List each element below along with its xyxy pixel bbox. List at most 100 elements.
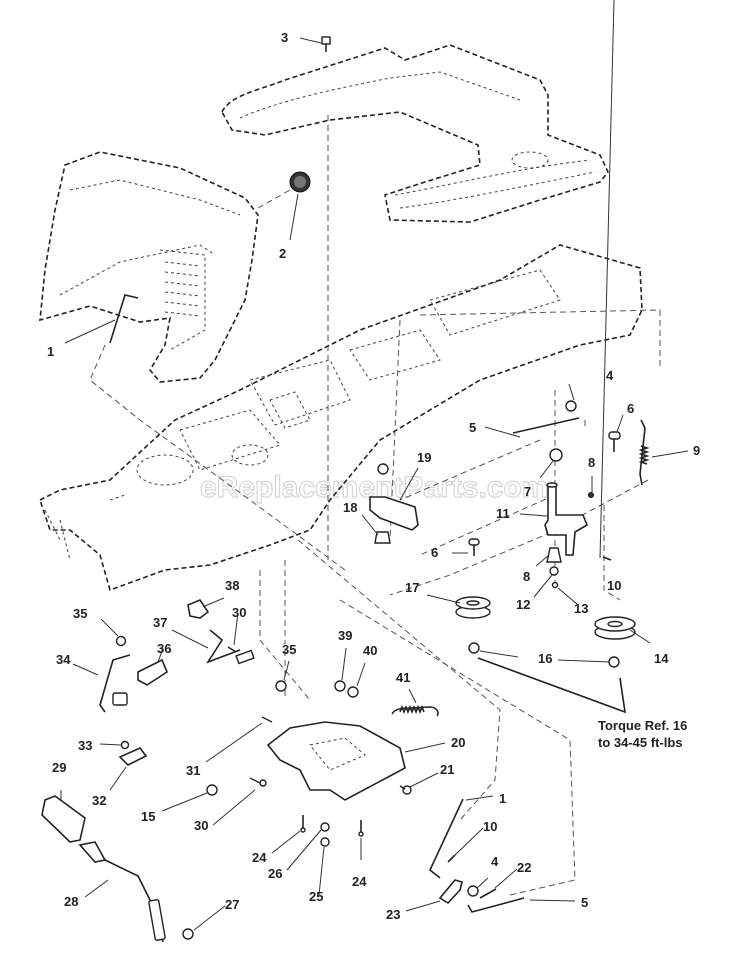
- callout-18: 18: [343, 500, 357, 515]
- nut-part-35-right: [275, 680, 287, 692]
- clip-part-10-upper: [602, 556, 612, 561]
- callout-13: 13: [574, 601, 588, 616]
- callout-10: 10: [483, 819, 497, 834]
- nut-part-35-left: [115, 635, 127, 647]
- washer-part-12: [549, 566, 559, 576]
- link-part-23: [438, 879, 463, 905]
- nut-part-25: [320, 837, 330, 847]
- callout-2: 2: [279, 246, 286, 261]
- callout-labels: 1 2 3 4 5 6 7 8 9 19 18 11 6 8 10 17 12 …: [47, 30, 700, 922]
- callout-leaders: [60, 0, 689, 931]
- callout-10: 10: [607, 578, 621, 593]
- callout-5: 5: [581, 895, 588, 910]
- bracket-part-19: [369, 463, 419, 531]
- callout-29: 29: [52, 760, 66, 775]
- pin-part-6-lower: [468, 538, 480, 556]
- pin-part-8-upper: [588, 492, 594, 498]
- callout-4: 4: [606, 368, 614, 383]
- callout-31: 31: [186, 763, 200, 778]
- callout-39: 39: [338, 628, 352, 643]
- callout-14: 14: [654, 651, 669, 666]
- callout-22: 22: [517, 860, 531, 875]
- callout-24: 24: [252, 850, 267, 865]
- front-shroud: [39, 151, 259, 383]
- callout-9: 9: [693, 443, 700, 458]
- callout-19: 19: [417, 450, 431, 465]
- callout-40: 40: [363, 643, 377, 658]
- callout-1: 1: [499, 791, 506, 806]
- callout-7: 7: [524, 484, 531, 499]
- callout-21: 21: [440, 762, 454, 777]
- cotter-part-13: [551, 581, 559, 589]
- callout-33: 33: [78, 738, 92, 753]
- bracket-part-20: [266, 721, 406, 801]
- spring-part-9: [638, 419, 650, 486]
- torque-note-line2: to 34-45 ft-lbs: [598, 735, 683, 750]
- callout-24: 24: [352, 874, 367, 889]
- torque-note-line1: Torque Ref. 16: [598, 718, 687, 733]
- callout-37: 37: [153, 615, 167, 630]
- callout-30: 30: [194, 818, 208, 833]
- pin-part-6-upper: [608, 431, 621, 452]
- pad-part-29: [41, 795, 86, 843]
- bolt-part-30-lower: [249, 777, 267, 787]
- callout-3: 3: [281, 30, 288, 45]
- callout-11: 11: [496, 506, 510, 521]
- callout-34: 34: [56, 652, 71, 667]
- nut-part-39: [334, 680, 346, 692]
- callout-27: 27: [225, 897, 239, 912]
- callout-4: 4: [491, 854, 499, 869]
- callout-6: 6: [431, 545, 438, 560]
- washer-part-26: [320, 822, 330, 832]
- fender-top-panel: [221, 44, 609, 223]
- bolt-part-33: [120, 740, 130, 750]
- nut-part-27: [182, 928, 194, 940]
- spacer-part-40: [347, 686, 359, 698]
- nut-part-4-lower: [467, 885, 479, 897]
- pin-part-21: [399, 785, 412, 795]
- chassis-frame: [39, 244, 643, 592]
- rod-part-1-lower: [429, 798, 464, 879]
- callout-17: 17: [405, 580, 419, 595]
- callout-38: 38: [225, 578, 239, 593]
- bolt-part-3: [321, 36, 331, 52]
- callout-8: 8: [588, 455, 595, 470]
- pad-part-38: [187, 599, 210, 619]
- callout-23: 23: [386, 907, 400, 922]
- nut-part-15: [206, 784, 218, 796]
- nut-part-16-right: [608, 656, 620, 668]
- callout-32: 32: [92, 793, 106, 808]
- callout-1: 1: [47, 344, 54, 359]
- nut-part-4-upper: [565, 400, 577, 412]
- nut-part-7: [549, 448, 563, 462]
- pulley-part-17: [455, 596, 491, 619]
- rod-part-5-lower: [467, 897, 525, 913]
- bolt-part-30-upper: [227, 646, 237, 653]
- bolt-part-22: [479, 888, 497, 899]
- bolt-part-24-right: [358, 820, 364, 837]
- torque-note: Torque Ref. 16 to 34-45 ft-lbs: [598, 718, 687, 750]
- callout-36: 36: [157, 641, 171, 656]
- callout-28: 28: [64, 894, 78, 909]
- bolt-part-24-left: [300, 815, 306, 833]
- plate-part-32: [118, 747, 148, 766]
- spring-part-41: [391, 704, 439, 717]
- rod-part-5-upper: [512, 417, 580, 434]
- pad-part-36: [137, 658, 168, 686]
- callout-30: 30: [232, 605, 246, 620]
- callout-35: 35: [73, 606, 87, 621]
- rod-part-1-upper: [109, 294, 139, 344]
- callout-35: 35: [282, 642, 296, 657]
- knob-part-2: [289, 171, 311, 193]
- callout-26: 26: [268, 866, 282, 881]
- callout-25: 25: [309, 889, 323, 904]
- callout-6: 6: [627, 401, 634, 416]
- callout-8: 8: [523, 569, 530, 584]
- callout-5: 5: [469, 420, 476, 435]
- callout-41: 41: [396, 670, 410, 685]
- callout-15: 15: [141, 809, 155, 824]
- pedal-part-28: [78, 841, 166, 943]
- callout-16: 16: [538, 651, 552, 666]
- bushing-part-18: [374, 531, 391, 544]
